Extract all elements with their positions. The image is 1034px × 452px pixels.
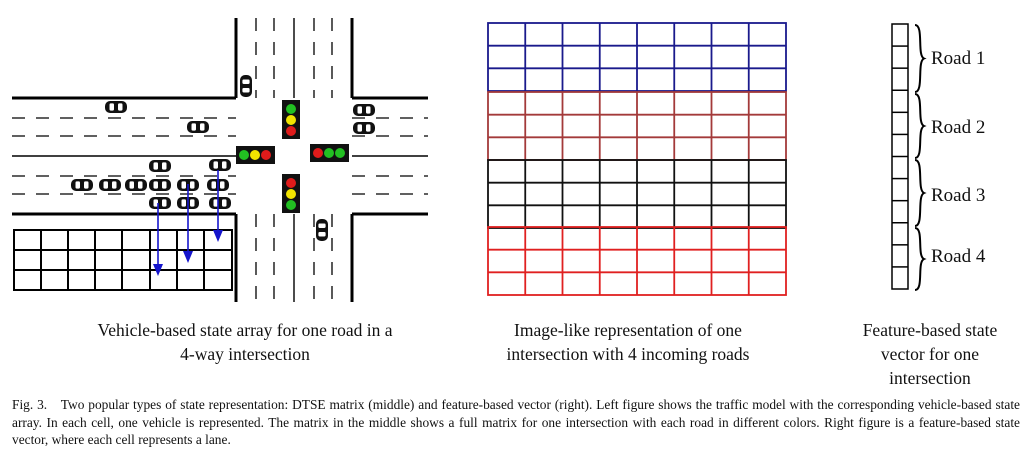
brace-icon bbox=[914, 93, 927, 159]
car-icon bbox=[125, 179, 147, 191]
arrow-head-2 bbox=[183, 251, 193, 263]
car-icon bbox=[149, 197, 171, 209]
traffic-light-north bbox=[282, 100, 300, 139]
figure-canvas: Road 1 Road 2 Road 3 Road 4 bbox=[12, 18, 986, 302]
road-label-4: Road 4 bbox=[931, 246, 986, 267]
road-4-block bbox=[487, 226, 787, 296]
car-icon bbox=[71, 179, 93, 191]
center-lines bbox=[12, 18, 428, 302]
traffic-light-east bbox=[310, 144, 349, 162]
caption-right: Feature-based state vector for one inter… bbox=[862, 320, 998, 388]
road-1-block bbox=[487, 22, 787, 92]
road-label-1: Road 1 bbox=[931, 48, 985, 69]
dtse-matrix bbox=[487, 22, 787, 296]
caption-middle: Image-like representation of one interse… bbox=[506, 320, 750, 364]
traffic-light-west bbox=[236, 146, 275, 164]
car-icon bbox=[209, 159, 231, 171]
road-label-2: Road 2 bbox=[931, 117, 985, 138]
car-icon bbox=[209, 197, 231, 209]
car-icon bbox=[149, 179, 171, 191]
figure-caption: Fig. 3. Two popular types of state repre… bbox=[12, 396, 1020, 449]
cars bbox=[71, 75, 375, 241]
caption-left: Vehicle-based state array for one road i… bbox=[97, 320, 393, 364]
intersection-diagram bbox=[12, 18, 428, 302]
road-borders bbox=[12, 18, 428, 302]
road-labels: Road 1 Road 2 Road 3 Road 4 bbox=[931, 48, 986, 267]
car-icon bbox=[187, 121, 209, 133]
car-icon bbox=[240, 75, 252, 97]
brace-icon bbox=[914, 24, 927, 93]
road-3-block bbox=[487, 159, 787, 229]
arrow-head-3 bbox=[213, 230, 223, 242]
figure-caption-text: Two popular types of state representatio… bbox=[12, 397, 1020, 447]
road-braces bbox=[914, 24, 927, 291]
car-icon bbox=[353, 122, 375, 134]
car-icon bbox=[105, 101, 127, 113]
road-label-3: Road 3 bbox=[931, 185, 985, 206]
vehicle-state-array bbox=[13, 229, 233, 291]
car-icon bbox=[353, 104, 375, 116]
feature-vector bbox=[891, 23, 909, 290]
lane-dashes bbox=[12, 18, 428, 302]
car-icon bbox=[99, 179, 121, 191]
car-icon bbox=[149, 160, 171, 172]
mapping-arrows bbox=[153, 170, 223, 276]
arrow-head-1 bbox=[153, 264, 163, 276]
brace-icon bbox=[914, 227, 927, 291]
road-2-block bbox=[487, 91, 787, 161]
car-icon bbox=[316, 219, 328, 241]
figure-label: Fig. 3. bbox=[12, 397, 48, 412]
brace-icon bbox=[914, 159, 927, 227]
traffic-light-south bbox=[282, 174, 300, 213]
